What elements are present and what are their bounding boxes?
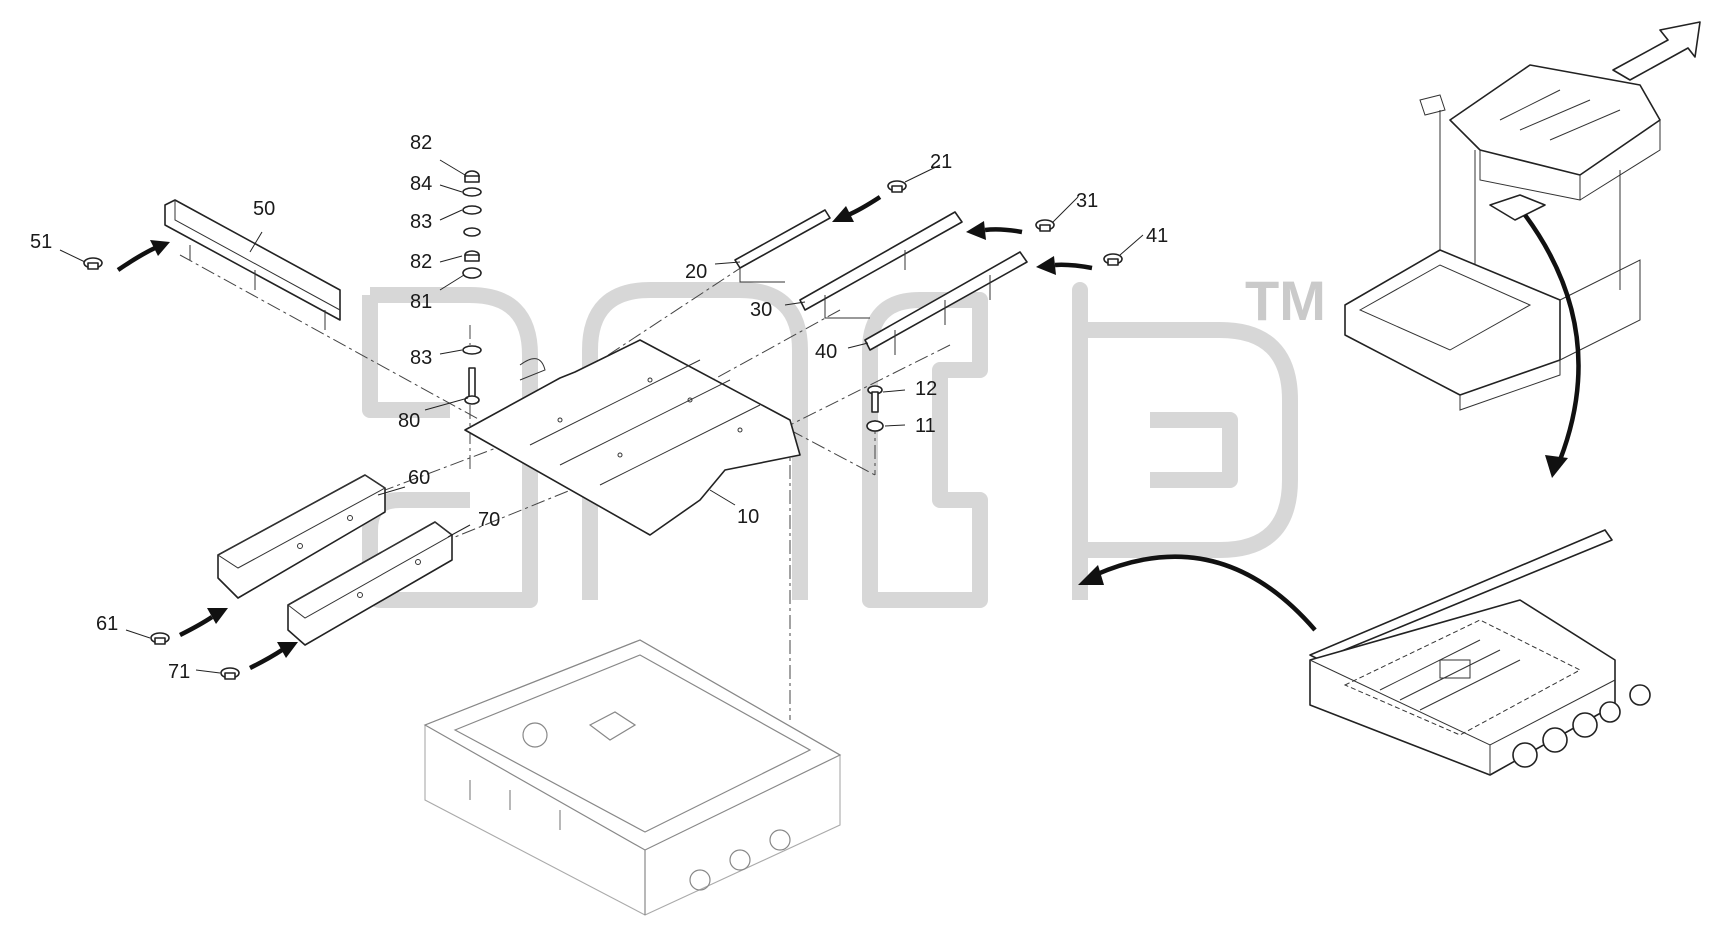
callout-10: 10 <box>737 506 759 528</box>
navigation-arrows <box>1078 213 1581 632</box>
part-40-rail <box>864 251 1028 355</box>
callout-21: 21 <box>930 151 952 173</box>
part-84-washer <box>462 187 482 197</box>
part-82-nut-mid <box>464 250 480 262</box>
callout-70: 70 <box>478 509 500 531</box>
part-41-plug <box>1103 253 1123 266</box>
part-12-bolt <box>867 385 883 413</box>
part-20-rail <box>734 209 831 283</box>
lower-housing <box>423 639 842 916</box>
part-51-plug <box>83 257 103 270</box>
machine-overview <box>1344 64 1661 411</box>
leader-lines <box>59 159 1144 674</box>
callout-20: 20 <box>685 261 707 283</box>
callout-41: 41 <box>1146 225 1168 247</box>
callout-61: 61 <box>96 613 118 635</box>
callout-80: 80 <box>398 410 420 432</box>
assembly-arrows <box>116 195 1093 671</box>
callout-30: 30 <box>750 299 772 321</box>
view-direction-arrow <box>1612 21 1701 81</box>
part-61-plug <box>150 632 170 645</box>
callout-82-mid: 82 <box>410 251 432 273</box>
part-21-plug <box>887 180 907 193</box>
callout-11: 11 <box>915 415 936 437</box>
callout-82-top: 82 <box>410 132 432 154</box>
part-80-bolt <box>464 367 480 405</box>
callout-71: 71 <box>168 661 190 683</box>
part-83-washer-mid <box>463 227 481 237</box>
callout-50: 50 <box>253 198 275 220</box>
callout-labels: 82 84 83 82 81 83 80 51 50 61 71 60 70 2… <box>30 132 1168 683</box>
callout-51: 51 <box>30 231 52 253</box>
callout-12: 12 <box>915 378 937 400</box>
part-60-channel <box>217 474 386 599</box>
part-83-washer-top <box>462 205 482 215</box>
callout-40: 40 <box>815 341 837 363</box>
part-30-rail <box>799 211 963 319</box>
watermark-trademark: TM <box>1245 269 1326 332</box>
callout-60: 60 <box>408 467 430 489</box>
part-50-beam <box>164 199 341 330</box>
part-71-plug <box>220 667 240 680</box>
part-10-base-plate <box>464 339 801 536</box>
part-83-washer-lower <box>462 345 482 355</box>
control-box-marker <box>1489 194 1546 221</box>
callout-81: 81 <box>410 291 432 313</box>
callout-84: 84 <box>410 173 432 195</box>
part-31-plug <box>1035 219 1055 232</box>
part-11-washer <box>866 420 884 432</box>
callout-31: 31 <box>1076 190 1098 212</box>
fastener-stack <box>462 170 482 405</box>
callout-83-top: 83 <box>410 211 432 233</box>
open-control-box <box>1309 529 1651 776</box>
callout-83-lower: 83 <box>410 347 432 369</box>
part-81-washer <box>462 267 482 279</box>
part-82-nut-top <box>464 170 480 183</box>
